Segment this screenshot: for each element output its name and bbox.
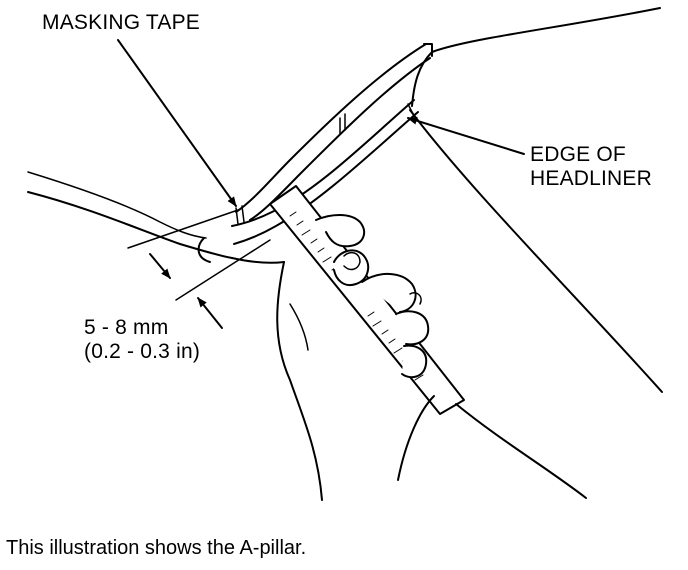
little-finger [401, 344, 428, 379]
masking-tape-leader [117, 39, 237, 207]
middle-finger [361, 273, 417, 313]
thumbnail [343, 251, 361, 271]
fingernail [409, 292, 422, 305]
dimension-label: 5 - 8 mm (0.2 - 0.3 in) [84, 316, 200, 364]
dimension-extension-1 [127, 209, 239, 249]
arm-line [455, 403, 587, 499]
roof-contour [411, 7, 661, 107]
dimension-arrow-1 [149, 253, 171, 279]
edge-of-headliner-label: EDGE OF HEADLINER [530, 143, 652, 191]
index-finger [333, 249, 370, 286]
pillar-lower-body [197, 237, 211, 263]
dimension-imperial: (0.2 - 0.3 in) [84, 340, 201, 363]
dimension-extension-2 [175, 239, 271, 301]
masking-tape-label: MASKING TAPE [42, 11, 200, 34]
dimension-metric: 5 - 8 mm [84, 316, 169, 339]
masking-tape-strip-top [231, 99, 415, 227]
windshield-lower-line [27, 191, 233, 259]
tape-mark-4 [241, 205, 245, 223]
edge-of-headliner-line-1: EDGE OF [530, 143, 626, 166]
pillar-trim-upper-edge [235, 43, 427, 213]
headliner-edge-line [409, 109, 663, 393]
pillar-lower-contour [231, 257, 285, 264]
edge-of-headliner-line-2: HEADLINER [530, 167, 652, 190]
pillar-trim-upper-edge-2 [249, 57, 431, 221]
hand-wrist-right [397, 395, 435, 481]
tape-mark-5 [407, 103, 415, 117]
dimension-arrow-2 [197, 297, 223, 329]
headliner-leader [407, 116, 525, 155]
pillar-trim-tip [423, 43, 433, 57]
thumb [315, 214, 366, 248]
caption: This illustration shows the A-pillar. [6, 537, 307, 559]
windshield-upper-line [27, 171, 207, 239]
ring-finger [395, 310, 430, 346]
hand [276, 214, 435, 501]
hand-crease [289, 303, 309, 351]
hand-palm [276, 261, 323, 501]
